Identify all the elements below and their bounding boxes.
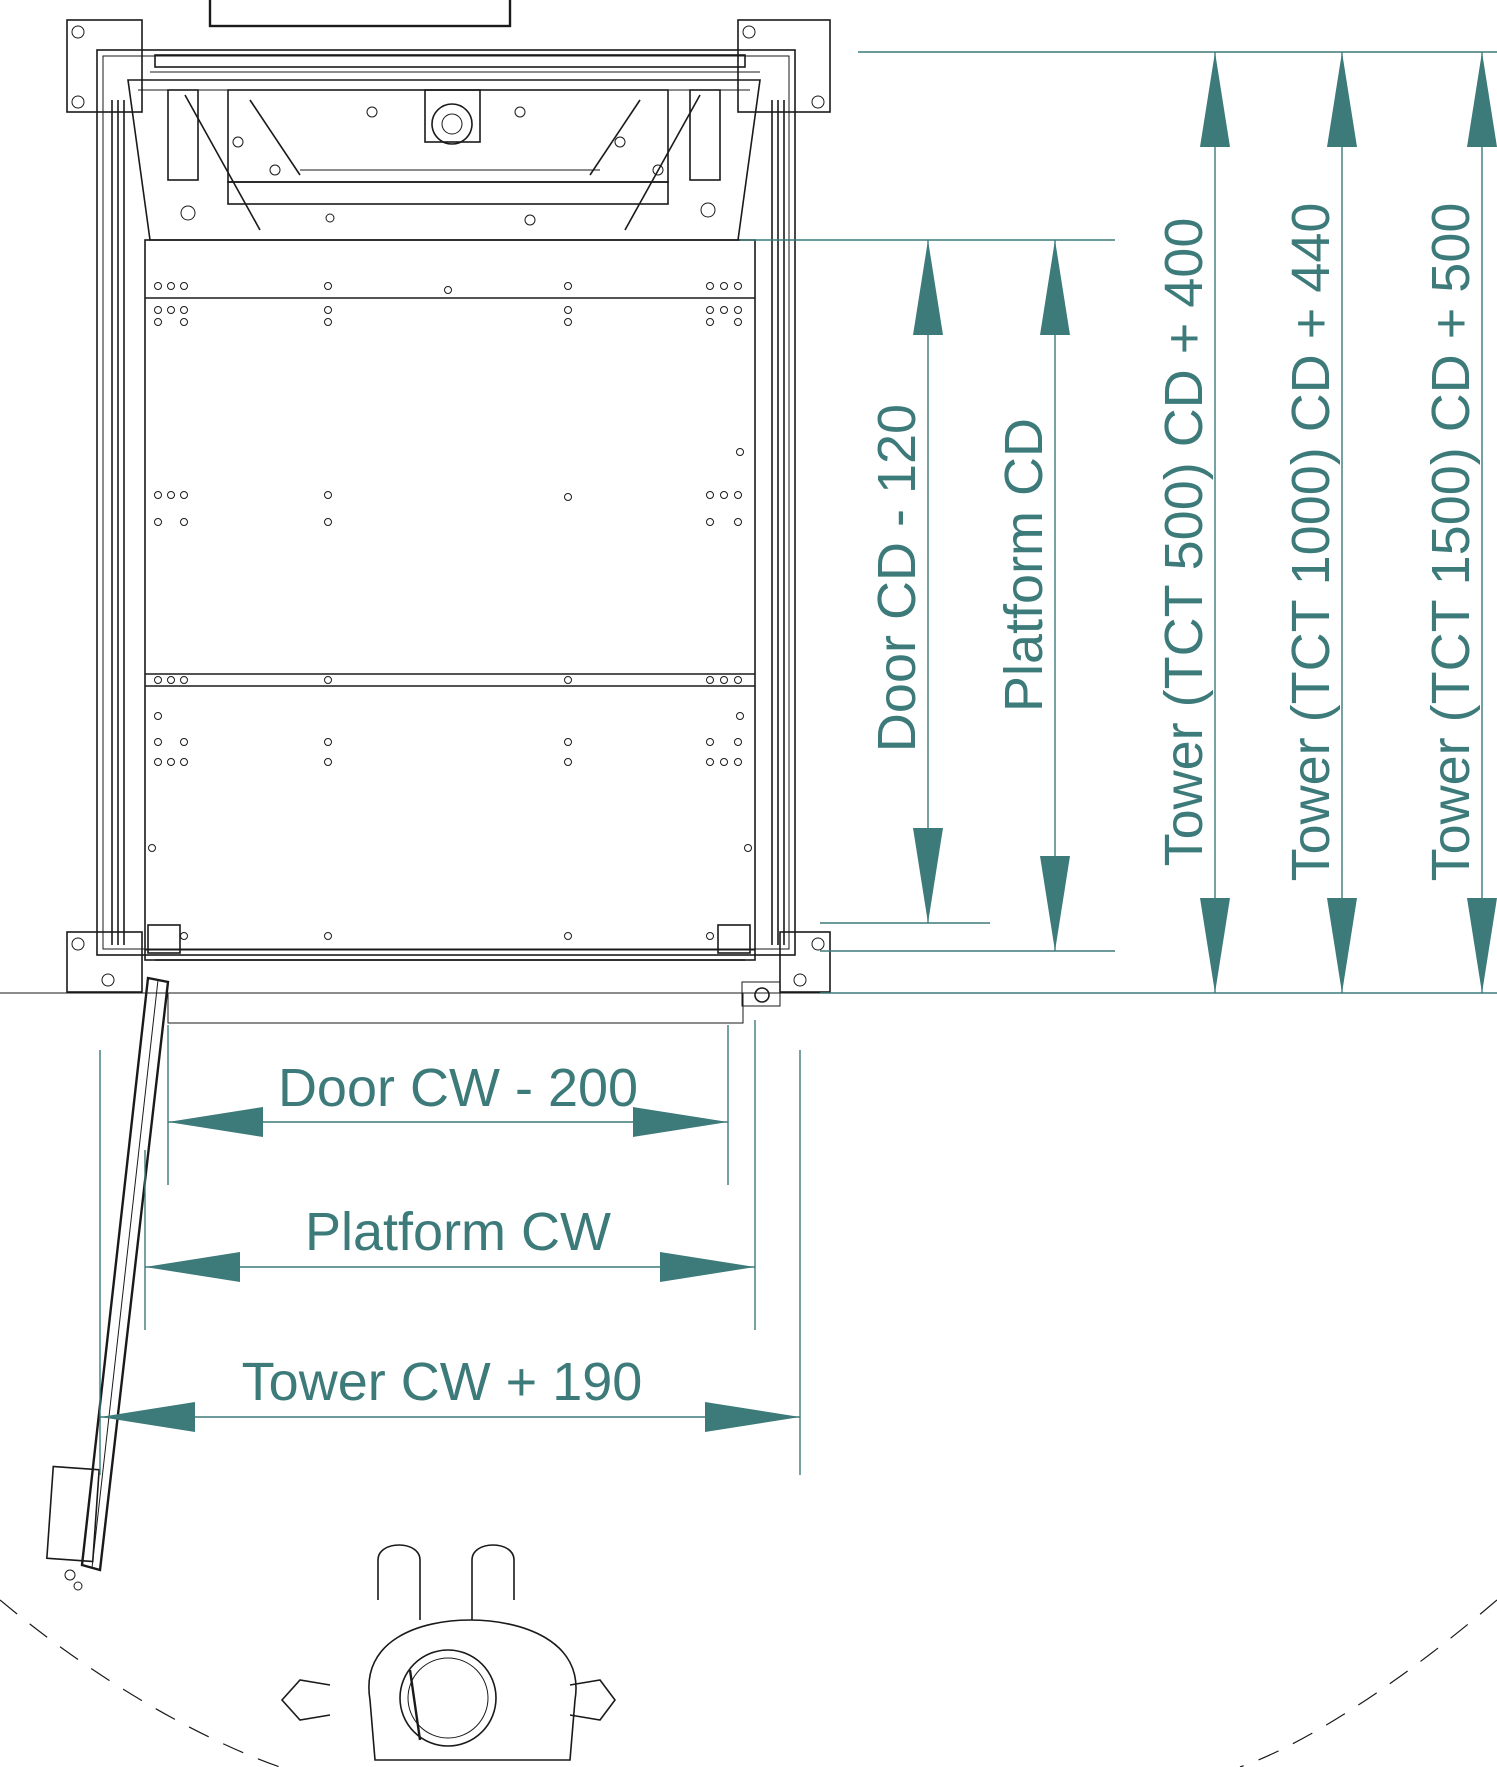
label-door-cw: Door CW - 200 — [278, 1058, 638, 1118]
corner-bracket-top-right — [737, 19, 831, 113]
label-tower-tct1500: Tower (TCT 1500) CD + 500 — [1421, 203, 1481, 882]
platform — [144, 239, 756, 961]
corner-bracket-bottom-right — [779, 931, 831, 993]
door-leaf — [45, 976, 170, 1591]
label-platform-cd: Platform CD — [994, 418, 1054, 712]
corner-bracket-bottom-left — [66, 931, 143, 993]
label-tower-tct1000: Tower (TCT 1000) CD + 440 — [1281, 203, 1341, 882]
dimension-lines — [99, 51, 1497, 1475]
dimension-labels: Door CD - 120 Platform CD Tower (TCT 500… — [242, 203, 1481, 1412]
corner-bracket-top-left — [66, 19, 143, 113]
label-tower-tct500: Tower (TCT 500) CD + 400 — [1154, 218, 1214, 867]
door-mechanism — [127, 79, 761, 241]
door-swing-arc-right — [1239, 1599, 1497, 1767]
label-tower-cw: Tower CW + 190 — [242, 1352, 643, 1412]
control-unit — [280, 1544, 616, 1761]
label-door-cd: Door CD - 120 — [867, 404, 927, 752]
door-swing-arc — [0, 1599, 281, 1767]
label-platform-cw: Platform CW — [305, 1202, 611, 1262]
